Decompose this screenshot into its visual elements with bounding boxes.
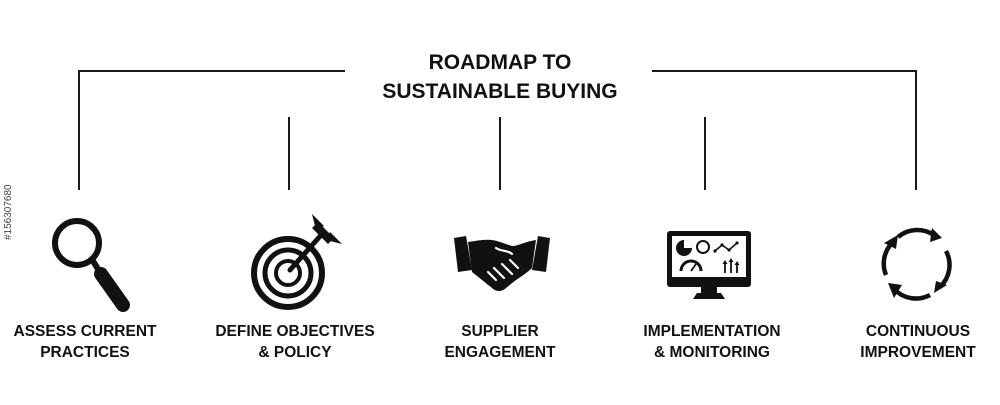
step-label-continuous: CONTINUOUS IMPROVEMENT: [860, 323, 976, 361]
connector-drop-3: [499, 117, 501, 190]
magnifying-glass-icon: [52, 218, 130, 312]
title-line-2: SUSTAINABLE BUYING: [382, 80, 618, 103]
title-line-1: ROADMAP TO: [428, 51, 572, 74]
step-label-assess: ASSESS CURRENT PRACTICES: [13, 323, 157, 361]
connector-drop-2: [288, 117, 290, 190]
diagram-title: ROADMAP TO SUSTAINABLE BUYING: [340, 48, 660, 106]
step-label-supplier: SUPPLIER ENGAGEMENT: [444, 323, 556, 361]
monitor-dashboard-icon: [667, 231, 751, 299]
connector-drop-4: [704, 117, 706, 190]
connector-drop-1: [78, 70, 80, 190]
connector-drop-5: [915, 70, 917, 190]
handshake-icon: [454, 236, 550, 291]
connector-top-right: [652, 70, 917, 72]
step-label-implementation: IMPLEMENTATION & MONITORING: [643, 323, 781, 361]
target-dart-icon: [251, 214, 342, 310]
cycle-arrows-icon: [881, 227, 952, 301]
step-label-define: DEFINE OBJECTIVES & POLICY: [215, 323, 375, 361]
stock-id-text: #156307680: [3, 184, 14, 240]
connector-top-left: [78, 70, 345, 72]
